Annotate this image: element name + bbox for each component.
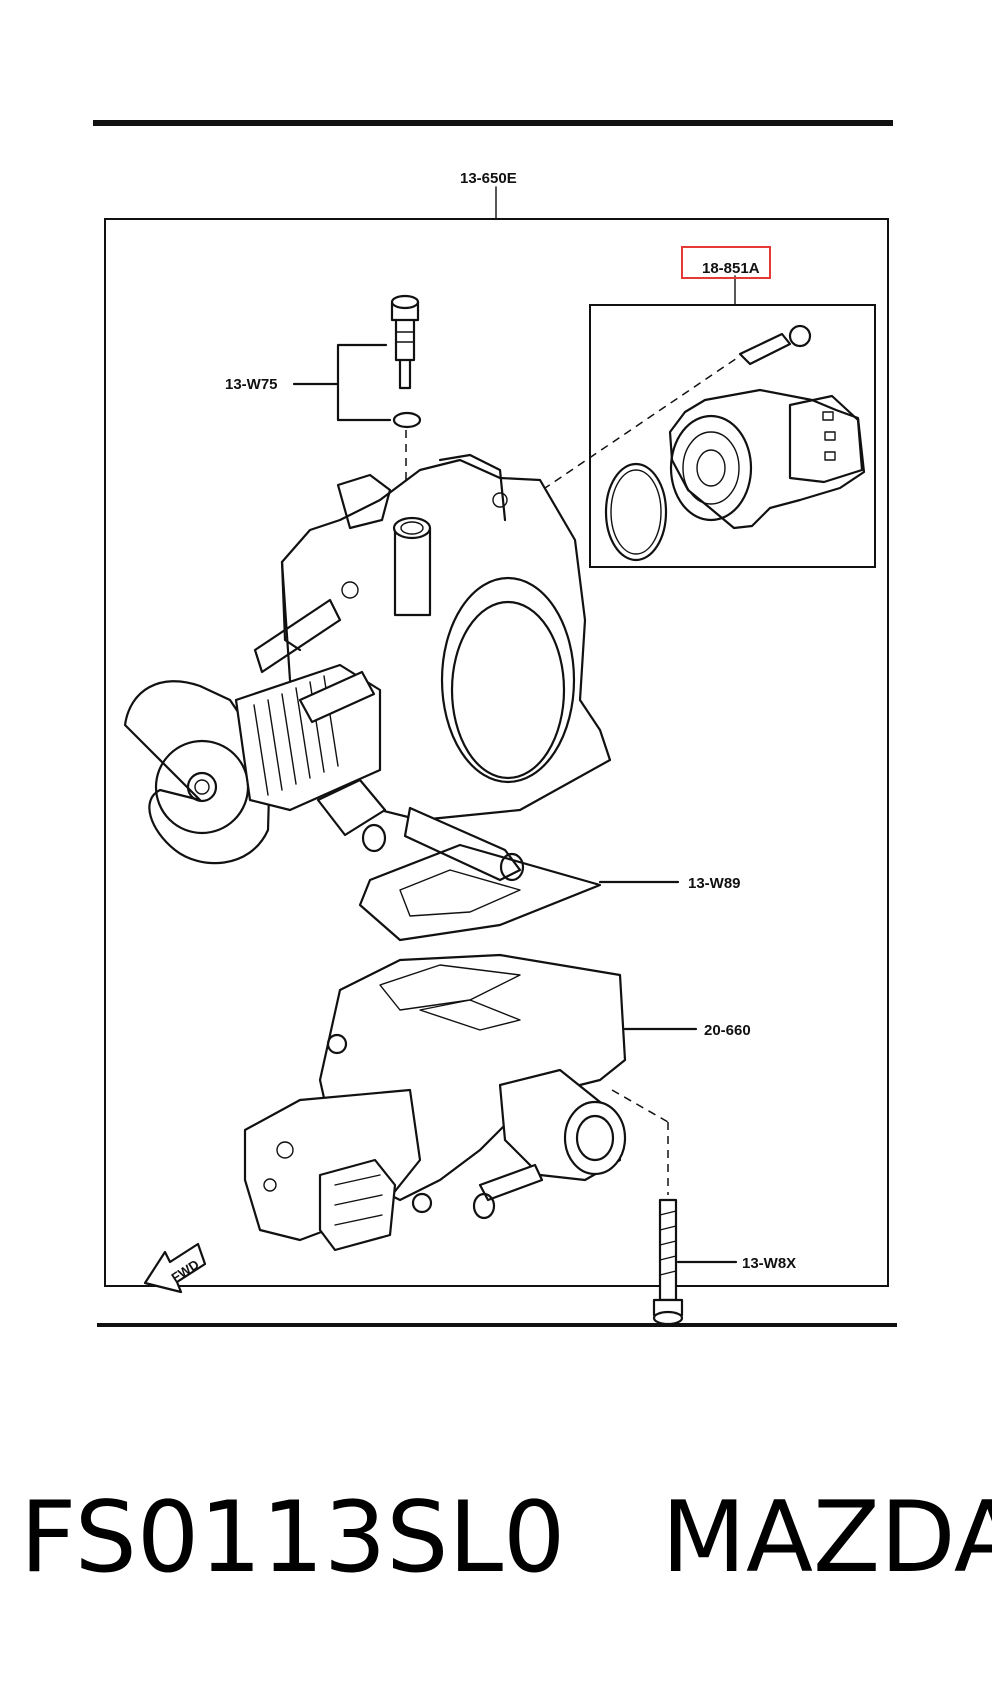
bolt-drawing bbox=[652, 1198, 738, 1326]
screw-label: 13-W75 bbox=[225, 376, 278, 393]
parts-diagram: 13-650E 18-851A 13-W75 bbox=[93, 120, 897, 1327]
part-caption: FS0113SL0 MAZDA bbox=[20, 1478, 992, 1598]
gasket-label: 13-W89 bbox=[688, 875, 741, 892]
sensor-frame bbox=[589, 304, 876, 568]
bolt-label: 13-W8X bbox=[742, 1255, 796, 1272]
sensor-label-highlight bbox=[681, 246, 771, 279]
fwd-direction-marker: FWD bbox=[143, 1242, 207, 1294]
valve-body-drawing bbox=[243, 953, 698, 1252]
assembly-label: 13-650E bbox=[460, 170, 517, 187]
sensor-label: 18-851A bbox=[702, 260, 760, 277]
part-number: FS0113SL0 bbox=[20, 1481, 566, 1595]
valve-body-label: 20-660 bbox=[704, 1022, 751, 1039]
gasket-drawing bbox=[358, 843, 680, 942]
throttle-position-sensor-drawing bbox=[519, 324, 866, 562]
throttle-lever-drawing bbox=[123, 663, 525, 882]
brand-name: MAZDA bbox=[661, 1481, 992, 1595]
